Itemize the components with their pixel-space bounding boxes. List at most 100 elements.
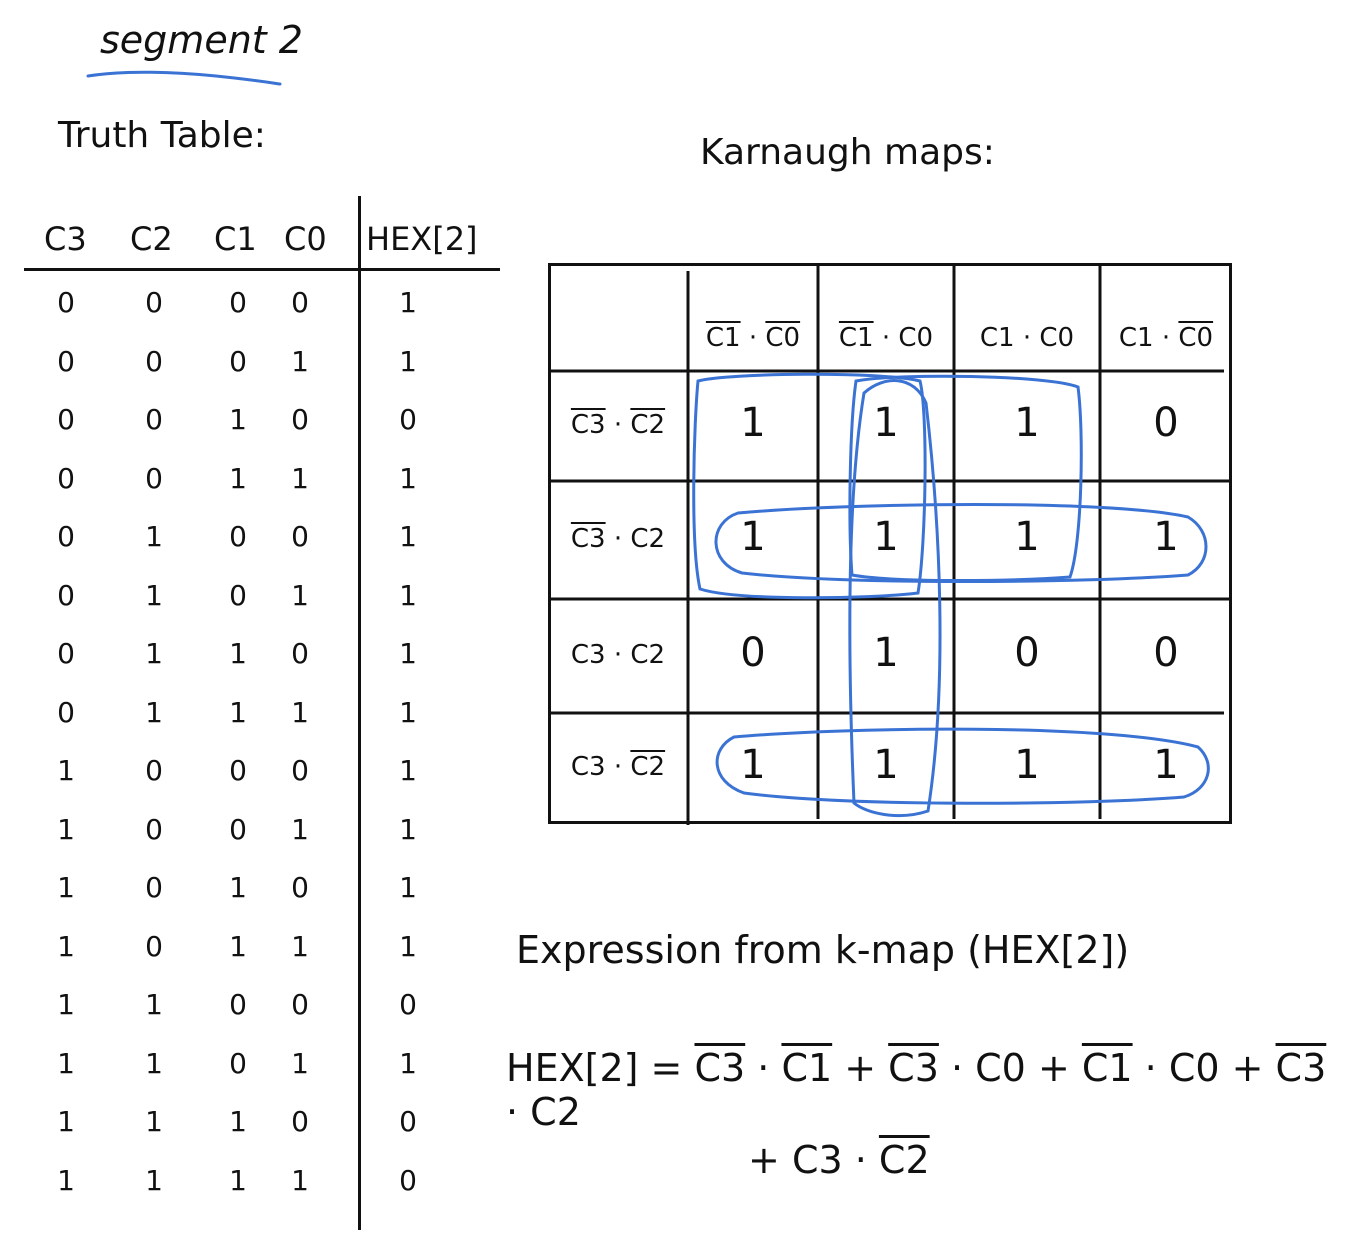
- kmap-column-header: C1 · C0: [818, 323, 954, 353]
- cell-c3: 0: [57, 637, 75, 670]
- expression-term: C3 · C0: [888, 1046, 1026, 1090]
- cell-c1: 0: [229, 812, 247, 846]
- kmap-cell: 1: [873, 514, 899, 560]
- column-header-c1: C1: [214, 220, 257, 258]
- expression-lhs: HEX[2]: [506, 1046, 639, 1090]
- cell-c2: 1: [145, 520, 163, 553]
- kmap-column-term: C1 · C0: [838, 323, 934, 353]
- cell-c0: 0: [291, 988, 309, 1021]
- kmap-cell: 1: [740, 514, 766, 560]
- cell-c0: 0: [291, 754, 309, 787]
- cell-c0: 1: [291, 812, 309, 846]
- table-row: 0 1 1 1 1: [22, 696, 502, 754]
- cell-c3: 0: [57, 286, 75, 319]
- kmap-column-term: C1 · C0: [979, 323, 1075, 353]
- cell-c2: 0: [145, 929, 163, 963]
- kmap-row-header: C3 · C2: [548, 752, 688, 782]
- cell-c1: 1: [229, 695, 247, 729]
- title-underline: [86, 70, 282, 86]
- cell-c3: 0: [57, 695, 75, 729]
- kmap-cell: 1: [1153, 742, 1179, 788]
- cell-c0: 1: [291, 929, 309, 963]
- cell-c1: 1: [229, 929, 247, 963]
- cell-c1: 1: [229, 871, 247, 904]
- cell-hex2: 1: [399, 286, 417, 319]
- kmap-row-header: C3 · C2: [548, 524, 688, 554]
- kmap-column-header: C1 · C0: [688, 323, 818, 353]
- cell-c1: 0: [229, 754, 247, 787]
- cell-c3: 1: [57, 1046, 75, 1080]
- cell-c2: 1: [145, 1105, 163, 1138]
- kmap-row-term: C3 · C2: [570, 410, 666, 440]
- cell-c3: 1: [57, 871, 75, 904]
- cell-c1: 1: [229, 637, 247, 670]
- kmap-cell: 0: [1153, 400, 1179, 446]
- kmap-row-term: C3 · C2: [570, 524, 666, 554]
- expression-line-1: HEX[2] = C3 · C1 + C3 · C0 + C1 · C0 + C…: [506, 1046, 1348, 1134]
- cell-c0: 0: [291, 520, 309, 553]
- plus-sign: +: [1025, 1046, 1082, 1090]
- output-divider: [358, 196, 361, 1230]
- cell-c1: 1: [229, 1163, 247, 1197]
- cell-hex2: 0: [399, 1163, 417, 1197]
- cell-c0: 0: [291, 637, 309, 670]
- kmap-cell: 0: [740, 630, 766, 676]
- cell-c1: 0: [229, 344, 247, 378]
- cell-hex2: 0: [399, 988, 417, 1021]
- cell-hex2: 1: [399, 520, 417, 553]
- cell-c3: 0: [57, 403, 75, 436]
- cell-c0: 0: [291, 403, 309, 436]
- expression-line-2: + C3 · C2: [748, 1138, 930, 1182]
- kmap-column-term: C1 · C0: [705, 323, 801, 353]
- cell-hex2: 1: [399, 461, 417, 495]
- kmap-cell: 1: [1014, 742, 1040, 788]
- cell-c0: 1: [291, 695, 309, 729]
- cell-hex2: 1: [399, 812, 417, 846]
- kmap-cell: 1: [873, 400, 899, 446]
- cell-c2: 0: [145, 754, 163, 787]
- cell-c1: 1: [229, 461, 247, 495]
- column-header-hex2: HEX[2]: [366, 220, 478, 258]
- column-header-c2: C2: [130, 220, 173, 258]
- cell-hex2: 1: [399, 695, 417, 729]
- kmap-row-header: C3 · C2: [548, 410, 688, 440]
- cell-c3: 0: [57, 344, 75, 378]
- cell-hex2: 1: [399, 344, 417, 378]
- cell-c1: 0: [229, 520, 247, 553]
- kmap-cell: 0: [1014, 630, 1040, 676]
- kmap-cell: 1: [740, 400, 766, 446]
- cell-c2: 0: [145, 344, 163, 378]
- cell-c2: 1: [145, 695, 163, 729]
- cell-c0: 1: [291, 344, 309, 378]
- kmap-cell: 1: [873, 630, 899, 676]
- plus-sign: +: [832, 1046, 889, 1090]
- kmap-column-header: C1 · C0: [954, 323, 1100, 353]
- expression-term: C3 · C2: [506, 1046, 1327, 1134]
- plus-sign: +: [1219, 1046, 1276, 1090]
- cell-c1: 0: [229, 578, 247, 612]
- kmap-row-term: C3 · C2: [570, 752, 666, 782]
- cell-c2: 0: [145, 812, 163, 846]
- cell-c2: 1: [145, 637, 163, 670]
- cell-hex2: 1: [399, 1046, 417, 1080]
- cell-hex2: 1: [399, 754, 417, 787]
- cell-hex2: 0: [399, 1105, 417, 1138]
- cell-c1: 0: [229, 1046, 247, 1080]
- page-title: segment 2: [100, 18, 303, 62]
- cell-c3: 0: [57, 461, 75, 495]
- cell-c2: 1: [145, 1046, 163, 1080]
